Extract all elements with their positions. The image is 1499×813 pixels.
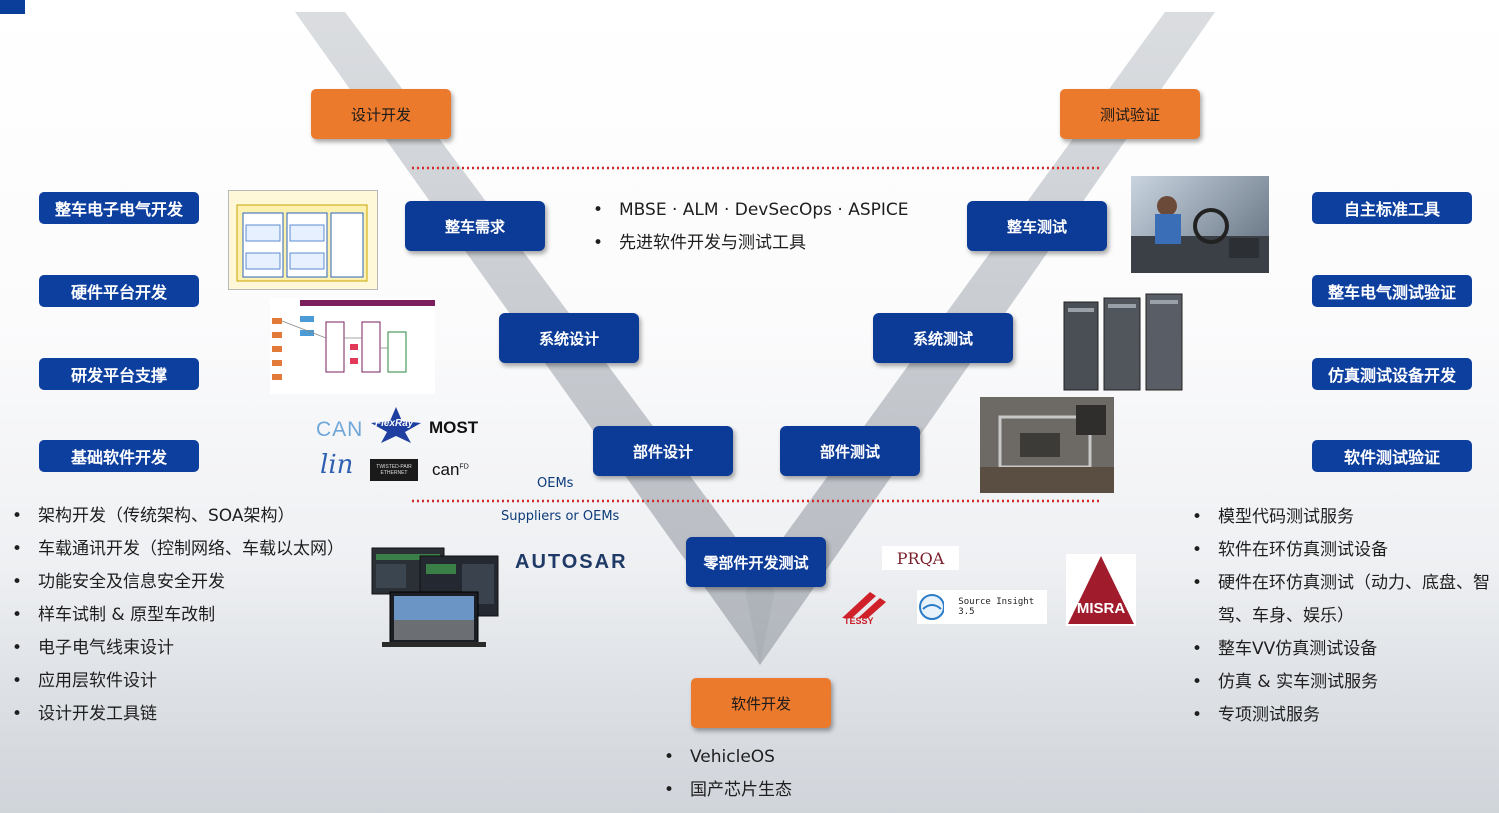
misra-logo: MISRA <box>1066 554 1136 626</box>
left-bullets: 架构开发（传统架构、SOA架构） 车载通讯开发（控制网络、车载以太网） 功能安全… <box>12 500 372 731</box>
monitor-laptop-icon <box>371 547 499 647</box>
driver-in-car-icon <box>1131 196 1269 273</box>
lin-logo: lin <box>320 450 354 480</box>
twisted-pair-ethernet-logo: TWISTED-PAIR ETHERNET <box>370 459 418 481</box>
flexray-label: FlexRay <box>375 418 414 429</box>
vehicle-test-button[interactable]: 整车测试 <box>967 201 1107 251</box>
vehicle-test-photo <box>1131 176 1269 273</box>
right-bullet: 硬件在环仿真测试（动力、底盘、智驾、车身、娱乐） <box>1192 567 1492 633</box>
right-bullet: 软件在环仿真测试设备 <box>1192 534 1492 567</box>
left-bullet: 车载通讯开发（控制网络、车载以太网） <box>12 533 372 566</box>
corner-accent <box>0 0 25 14</box>
system-test-button[interactable]: 系统测试 <box>873 313 1013 363</box>
bottom-bullets: VehicleOS 国产芯片生态 <box>664 741 792 807</box>
most-logo: MOST <box>429 418 479 437</box>
left-btn-vehicle-ee[interactable]: 整车电子电气开发 <box>39 192 199 224</box>
left-bullet: 样车试制 & 原型车改制 <box>12 599 372 632</box>
network-topology-image <box>270 298 435 394</box>
right-btn-software-test[interactable]: 软件测试验证 <box>1312 440 1472 472</box>
left-bullet: 电子电气线束设计 <box>12 632 372 665</box>
left-bullet: 架构开发（传统架构、SOA架构） <box>12 500 372 533</box>
left-bullet: 功能安全及信息安全开发 <box>12 566 372 599</box>
right-bullet: 专项测试服务 <box>1192 699 1492 732</box>
misra-triangle-icon <box>1068 556 1134 624</box>
component-dev-test-button[interactable]: 零部件开发测试 <box>686 537 826 587</box>
vehicle-requirements-button[interactable]: 整车需求 <box>405 201 545 251</box>
flexray-star-icon <box>371 407 421 443</box>
prqa-logo: PRQA <box>882 546 959 570</box>
right-btn-sim-equipment[interactable]: 仿真测试设备开发 <box>1312 358 1472 390</box>
left-bullet: 设计开发工具链 <box>12 698 372 731</box>
source-insight-label: Source Insight 3.5 <box>958 597 1035 617</box>
phase-test-button[interactable]: 测试验证 <box>1060 89 1200 139</box>
right-bullet: 模型代码测试服务 <box>1192 501 1492 534</box>
autosar-logo: AUTOSAR <box>515 551 628 573</box>
system-design-button[interactable]: 系统设计 <box>499 313 639 363</box>
architecture-diagram-image <box>228 190 378 290</box>
tessy-logo: TESSY <box>840 590 898 628</box>
right-bullet: 仿真 & 实车测试服务 <box>1192 666 1492 699</box>
component-design-button[interactable]: 部件设计 <box>593 426 733 476</box>
architecture-diagram-icon <box>236 204 368 282</box>
tessy-label: TESSY <box>844 616 874 626</box>
misra-label: MISRA <box>1076 600 1126 617</box>
left-btn-rd-platform[interactable]: 研发平台支撑 <box>39 358 199 390</box>
server-cabinet-icon <box>1063 293 1183 391</box>
left-btn-basic-software[interactable]: 基础软件开发 <box>39 440 199 472</box>
can-fd-text: can <box>432 460 460 479</box>
tessy-mark-icon <box>842 592 886 618</box>
test-cabinets-photo <box>1062 292 1184 394</box>
bottom-bullet: 国产芯片生态 <box>664 774 792 807</box>
flexray-logo: FlexRay <box>369 406 424 444</box>
oems-label: OEMs <box>537 476 574 491</box>
can-fd-sup: FD <box>459 463 469 471</box>
right-btn-electrical-test[interactable]: 整车电气测试验证 <box>1312 275 1472 307</box>
source-insight-icon <box>919 594 945 620</box>
test-bench-icon <box>980 397 1114 493</box>
bottom-bullet: VehicleOS <box>664 741 792 774</box>
network-topology-icon <box>272 300 435 380</box>
top-bullet: MBSE · ALM · DevSecOps · ASPICE <box>593 194 909 227</box>
top-bullet: 先进软件开发与测试工具 <box>593 227 909 260</box>
suppliers-label: Suppliers or OEMs <box>501 509 620 524</box>
simulation-workstation-image <box>370 546 500 650</box>
phase-design-button[interactable]: 设计开发 <box>311 89 451 139</box>
right-btn-standard-tools[interactable]: 自主标准工具 <box>1312 192 1472 224</box>
phase-software-button[interactable]: 软件开发 <box>691 678 831 728</box>
can-logo: CAN <box>316 418 364 441</box>
component-test-button[interactable]: 部件测试 <box>780 426 920 476</box>
left-bullet: 应用层软件设计 <box>12 665 372 698</box>
component-test-bench-photo <box>980 397 1114 493</box>
top-bullets: MBSE · ALM · DevSecOps · ASPICE 先进软件开发与测… <box>593 194 909 260</box>
right-bullet: 整车VV仿真测试设备 <box>1192 633 1492 666</box>
right-bullets: 模型代码测试服务 软件在环仿真测试设备 硬件在环仿真测试（动力、底盘、智驾、车身… <box>1192 501 1492 732</box>
source-insight-logo: Source Insight 3.5 <box>917 590 1047 624</box>
left-btn-hardware[interactable]: 硬件平台开发 <box>39 275 199 307</box>
can-fd-logo: canFD <box>432 460 469 480</box>
